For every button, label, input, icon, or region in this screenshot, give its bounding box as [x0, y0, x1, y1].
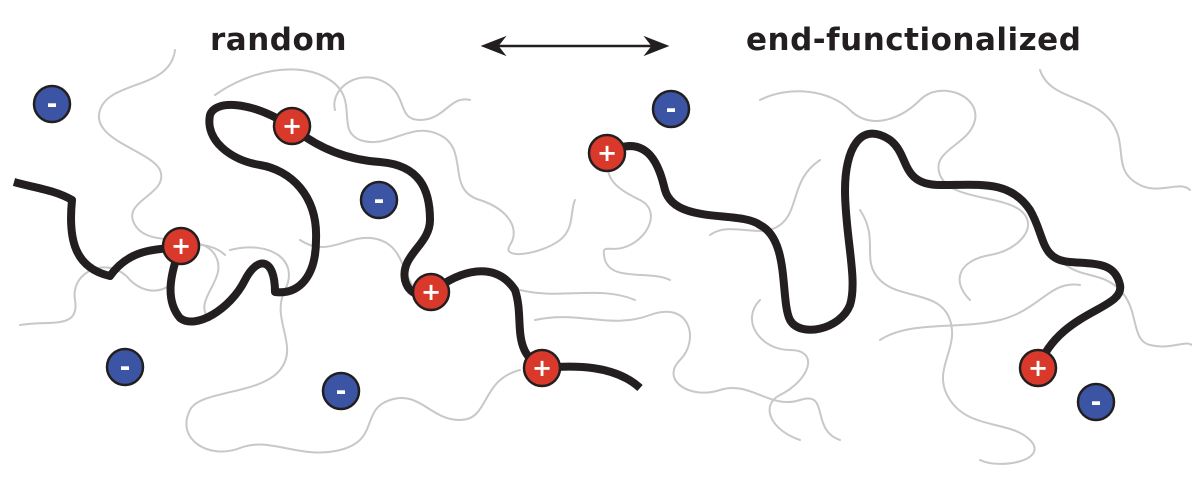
charge-bead — [105, 347, 145, 387]
arrow-head-right — [643, 35, 670, 57]
background-chain — [1059, 259, 1192, 348]
charge-bead — [321, 371, 361, 411]
background-chain — [185, 246, 521, 454]
background-chain — [859, 209, 1036, 465]
background-chain — [602, 149, 671, 281]
end-functionalized-label: end-functionalized — [746, 22, 1082, 58]
charge-sign: + — [597, 139, 617, 167]
charge-sign: + — [171, 232, 191, 260]
negative-charge-icon: - — [321, 371, 361, 411]
negative-charge-icon: - — [651, 89, 691, 129]
background-chain — [759, 89, 1030, 301]
arrow-head-left — [480, 35, 507, 57]
background-chain — [299, 236, 431, 301]
charge-sign: + — [532, 354, 552, 382]
end-functionalized-charged-chain — [605, 129, 1125, 370]
charge-bead — [359, 180, 399, 220]
background-chains — [19, 49, 1192, 465]
positive-charge-icon: + — [587, 133, 627, 173]
charge-bead — [32, 84, 72, 124]
charge-sign: + — [282, 112, 302, 140]
background-chain — [97, 49, 220, 321]
positive-charge-icon: + — [272, 106, 312, 146]
positive-charge-icon: + — [161, 226, 201, 266]
charge-sign: - — [374, 186, 385, 216]
background-chain — [333, 76, 471, 121]
positive-charge-icon: + — [1018, 348, 1058, 388]
charge-sign: - — [666, 95, 677, 125]
charge-sign: + — [1028, 354, 1048, 382]
background-chain — [534, 310, 841, 441]
background-chain — [1039, 69, 1191, 191]
charge-bead — [1076, 382, 1116, 422]
positive-charge-icon: + — [522, 348, 562, 388]
charge-sign: - — [120, 353, 131, 383]
background-chain — [519, 289, 636, 301]
background-chain — [750, 299, 810, 441]
negative-charge-icon: - — [32, 84, 72, 124]
positive-charge-icon: + — [411, 272, 451, 312]
charge-bead — [272, 106, 312, 146]
charge-sign: + — [421, 278, 441, 306]
charge-bead — [411, 272, 451, 312]
background-chain — [214, 68, 576, 256]
random-label: random — [210, 22, 348, 58]
charge-bead — [522, 348, 562, 388]
charge-bead — [161, 226, 201, 266]
charge-sign: - — [1091, 388, 1102, 418]
charge-sign: - — [336, 377, 347, 407]
charge-bead — [651, 89, 691, 129]
negative-charge-icon: - — [359, 180, 399, 220]
negative-charge-icon: - — [1076, 382, 1116, 422]
charges: + + + + + + - - - - - - — [32, 84, 1116, 422]
charge-sign: - — [47, 90, 58, 120]
charge-bead — [1018, 348, 1058, 388]
background-chain — [709, 159, 821, 236]
background-chain — [879, 283, 1081, 341]
double-arrow-icon — [480, 35, 670, 57]
negative-charge-icon: - — [105, 347, 145, 387]
charge-bead — [587, 133, 627, 173]
